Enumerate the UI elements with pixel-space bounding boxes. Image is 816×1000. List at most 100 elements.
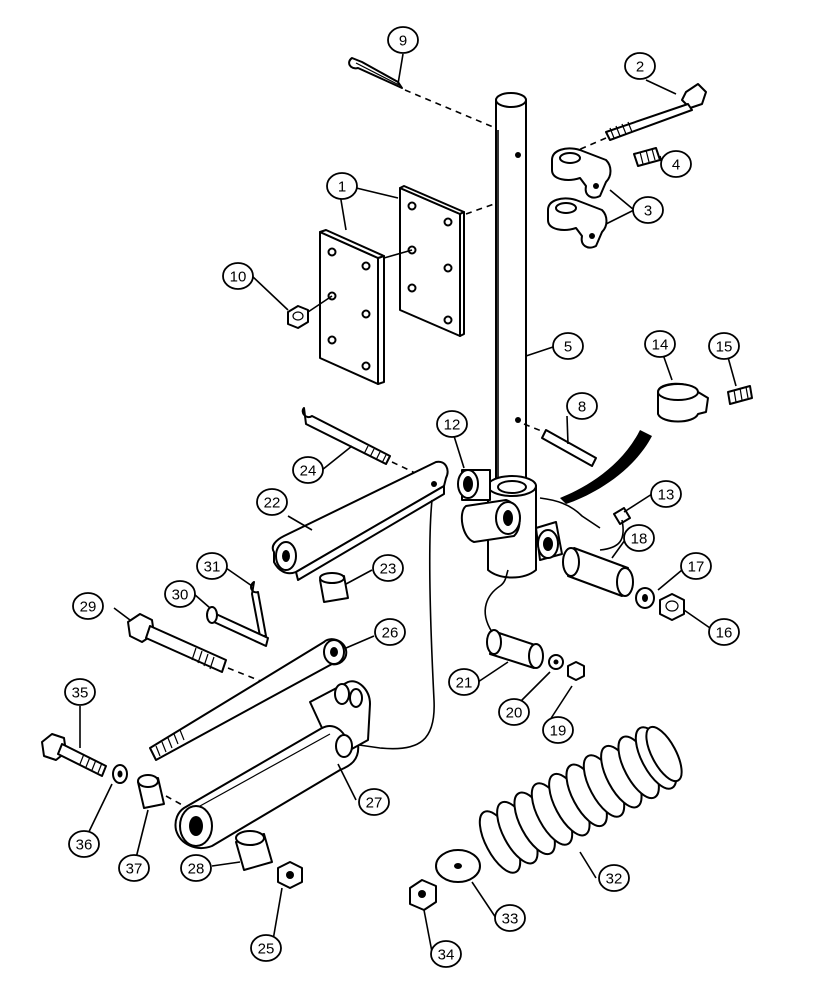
callout-circle [164,580,196,608]
callout-2: 2 [624,52,656,80]
callout-37: 37 [118,854,150,882]
bolt-part-35 [41,733,107,777]
callout-circle [196,552,228,580]
spring-end [645,725,683,783]
callout-5: 5 [552,332,584,360]
callout-17: 17 [680,552,712,580]
sleeve-part-21 [484,569,544,669]
bolt-part-29 [127,613,269,685]
callout-circle [326,172,358,200]
callout-number: 22 [264,495,281,512]
pin-part-30 [206,606,269,647]
bushing-part-28 [235,830,273,871]
callout-9: 9 [387,26,419,54]
callout-12: 12 [436,410,468,438]
arm-part-22 [271,460,449,750]
callout-circle [250,934,282,962]
callout-circle [430,940,462,968]
callout-16: 16 [708,618,740,646]
callout-number: 9 [399,33,407,50]
nut-part-16 [659,593,685,621]
callout-circle [387,26,419,54]
bolt-part-2 [559,83,707,159]
sleeve-part-18 [562,547,634,597]
callout-number: 26 [382,625,399,642]
callout-circle [68,830,100,858]
callout-circle [118,854,150,882]
callout-21: 21 [448,668,480,696]
callout-number: 37 [126,861,143,878]
callout-number: 2 [636,59,644,76]
callout-number: 13 [658,487,675,504]
callout-23: 23 [372,554,404,582]
callout-circle [498,698,530,726]
callout-number: 21 [456,675,473,692]
callout-29: 29 [72,592,104,620]
callout-number: 29 [80,599,97,616]
callout-24: 24 [292,456,324,484]
callout-circle [552,332,584,360]
washer-part-36 [112,764,128,784]
callout-circle [542,716,574,744]
callout-circle [358,788,390,816]
callout-number: 5 [564,339,572,356]
set-screw-part-4 [633,147,661,167]
callout-circle [566,392,598,420]
callout-circle [708,332,740,360]
leader-lines [79,53,737,953]
callout-20: 20 [498,698,530,726]
callout-31: 31 [196,552,228,580]
callout-circle [292,456,324,484]
callout-22: 22 [256,488,288,516]
callout-10: 10 [222,262,254,290]
callout-19: 19 [542,716,574,744]
callout-circle [660,150,692,178]
clamp-part-3-lower [547,197,608,249]
callout-number: 3 [644,203,652,220]
pivot-bracket-part-12 [457,469,601,579]
nut-part-25 [277,861,303,889]
callout-number: 25 [258,941,275,958]
callout-circle [436,410,468,438]
callout-circle [644,330,676,358]
set-screw-part-15 [727,385,753,405]
threaded-rod-part-26 [149,638,348,761]
link-part-27 [174,680,371,849]
callout-number: 16 [716,625,733,642]
clamp-part-3-upper [551,147,612,199]
plate-part-1-front [319,229,413,385]
callout-circle [624,52,656,80]
callout-number: 18 [631,531,648,548]
callout-34: 34 [430,940,462,968]
callout-number: 19 [550,723,567,740]
callout-number: 17 [688,559,705,576]
callout-27: 27 [358,788,390,816]
callout-circle [632,196,664,224]
callout-18: 18 [623,524,655,552]
callout-36: 36 [68,830,100,858]
callout-3: 3 [632,196,664,224]
collar-part-14 [560,382,709,504]
callout-33: 33 [494,904,526,932]
callout-28: 28 [180,854,212,882]
callout-number: 12 [444,417,461,434]
rod-part-5 [495,92,527,491]
plate-part-1-rear [399,185,495,337]
callout-25: 25 [250,934,282,962]
bushing-part-37 [137,774,185,809]
callout-8: 8 [566,392,598,420]
callout-circle [180,854,212,882]
callout-35: 35 [64,678,96,706]
callout-number: 27 [366,795,383,812]
callout-circle [650,480,682,508]
callout-32: 32 [598,864,630,892]
callout-13: 13 [650,480,682,508]
callout-number: 28 [188,861,205,878]
pin-part-8 [523,423,597,467]
callout-circle [64,678,96,706]
callout-circle [374,618,406,646]
callout-circle [256,488,288,516]
washer-part-33 [435,849,481,883]
nut-part-34 [409,879,437,911]
